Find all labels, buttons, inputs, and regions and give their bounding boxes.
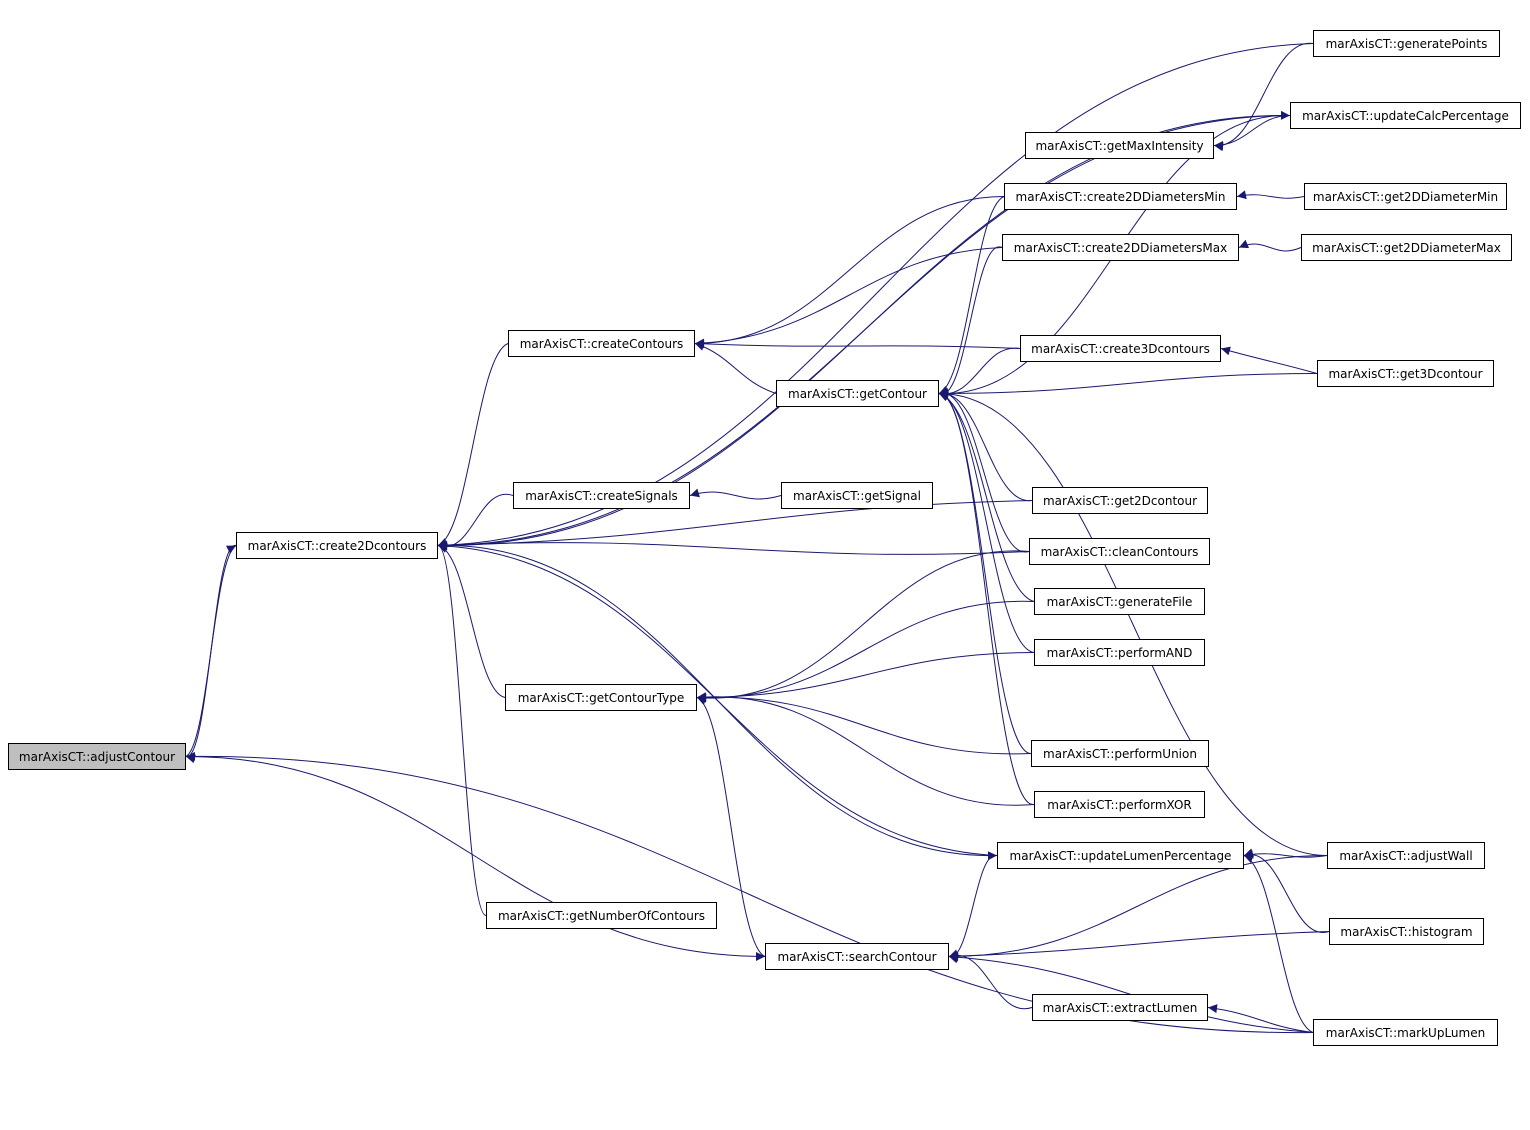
edge-getSignal-to-createSignals bbox=[689, 488, 782, 500]
node-histogram[interactable]: marAxisCT::histogram bbox=[1329, 918, 1484, 945]
edge-getContourType-to-create2Dcontours bbox=[437, 542, 506, 698]
edge-getNumberOfContours-to-create2Dcontours bbox=[437, 541, 487, 916]
edge-updateLumenPercentage-to-searchContour bbox=[948, 854, 998, 964]
node-performAND[interactable]: marAxisCT::performAND bbox=[1034, 639, 1205, 666]
edge-histogram-to-updateLumenPercentage bbox=[1243, 848, 1330, 933]
edge-performAND-to-getContour bbox=[938, 390, 1035, 653]
node-updateCalcPercentage[interactable]: marAxisCT::updateCalcPercentage bbox=[1290, 102, 1521, 129]
node-generatePoints[interactable]: marAxisCT::generatePoints bbox=[1313, 30, 1500, 57]
edge-create2Dcontours-to-updateLumenPercentage bbox=[437, 544, 998, 861]
node-cleanContours[interactable]: marAxisCT::cleanContours bbox=[1029, 538, 1210, 565]
node-updateLumenPercentage[interactable]: marAxisCT::updateLumenPercentage bbox=[997, 842, 1244, 869]
edge-get3Dcontour-to-create3Dcontours bbox=[1220, 346, 1318, 374]
edge-getContour-to-createContours bbox=[694, 342, 777, 394]
edge-cleanContours-to-create2Dcontours bbox=[437, 540, 1030, 555]
edge-generatePoints-to-getMaxIntensity bbox=[1213, 42, 1314, 152]
edge-get2Dcontour-to-getContour bbox=[938, 387, 1033, 502]
node-getContour[interactable]: marAxisCT::getContour bbox=[776, 380, 939, 407]
edge-create2DDiametersMax-to-getContour bbox=[938, 246, 1003, 402]
node-markUpLumen[interactable]: marAxisCT::markUpLumen bbox=[1313, 1019, 1498, 1046]
node-get3Dcontour[interactable]: marAxisCT::get3Dcontour bbox=[1317, 360, 1494, 387]
edge-get2DDiameterMin-to-create2DDiametersMin bbox=[1236, 190, 1305, 200]
edge-histogram-to-searchContour bbox=[948, 931, 1330, 961]
edge-cleanContours-to-getContourType bbox=[696, 550, 1030, 703]
edge-extractLumen-to-searchContour bbox=[948, 949, 1033, 1010]
edge-create2DDiametersMin-to-createContours bbox=[694, 196, 1005, 348]
node-create2Dcontours[interactable]: marAxisCT::create2Dcontours bbox=[236, 532, 438, 559]
edge-adjustContour-to-searchContour bbox=[185, 756, 766, 961]
node-createSignals[interactable]: marAxisCT::createSignals bbox=[513, 482, 690, 509]
edge-generateFile-to-getContour bbox=[938, 391, 1035, 602]
edge-adjustWall-to-getContour bbox=[938, 389, 1328, 856]
edge-get3Dcontour-to-getContour bbox=[938, 373, 1318, 398]
node-generateFile[interactable]: marAxisCT::generateFile bbox=[1034, 588, 1205, 615]
node-adjustWall[interactable]: marAxisCT::adjustWall bbox=[1327, 842, 1485, 869]
node-adjustContour[interactable]: marAxisCT::adjustContour bbox=[8, 743, 186, 770]
edge-create3Dcontours-to-createContours bbox=[694, 339, 1021, 349]
edge-adjustWall-to-updateLumenPercentage bbox=[1243, 849, 1328, 859]
edge-create2Dcontours-to-adjustContour bbox=[185, 544, 237, 764]
edge-cleanContours-to-getContour bbox=[938, 386, 1030, 553]
node-getSignal[interactable]: marAxisCT::getSignal bbox=[781, 482, 933, 509]
node-get2DDiameterMin[interactable]: marAxisCT::get2DDiameterMin bbox=[1304, 183, 1507, 210]
edge-get2DDiameterMax-to-create2DDiametersMax bbox=[1238, 239, 1302, 252]
node-create3Dcontours[interactable]: marAxisCT::create3Dcontours bbox=[1020, 335, 1221, 362]
edge-performUnion-to-getContourType bbox=[696, 692, 1032, 755]
edge-createContours-to-create2Dcontours bbox=[437, 343, 509, 547]
node-get2Dcontour[interactable]: marAxisCT::get2Dcontour bbox=[1032, 487, 1208, 514]
edge-create2DDiametersMin-to-getContour bbox=[938, 196, 1005, 395]
edge-markUpLumen-to-updateLumenPercentage bbox=[1243, 854, 1314, 1033]
node-getMaxIntensity[interactable]: marAxisCT::getMaxIntensity bbox=[1025, 132, 1214, 159]
node-searchContour[interactable]: marAxisCT::searchContour bbox=[765, 943, 949, 970]
node-create2DDiametersMax[interactable]: marAxisCT::create2DDiametersMax bbox=[1002, 234, 1239, 261]
edge-create2DDiametersMax-to-createContours bbox=[694, 247, 1003, 348]
edge-markUpLumen-to-extractLumen bbox=[1207, 1004, 1314, 1033]
edge-performUnion-to-getContour bbox=[938, 389, 1032, 754]
edge-performXOR-to-getContour bbox=[938, 387, 1035, 806]
edge-adjustWall-to-searchContour bbox=[948, 855, 1328, 961]
node-getNumberOfContours[interactable]: marAxisCT::getNumberOfContours bbox=[486, 902, 717, 929]
node-performUnion[interactable]: marAxisCT::performUnion bbox=[1031, 740, 1209, 767]
edge-generateFile-to-getContourType bbox=[696, 600, 1035, 703]
node-extractLumen[interactable]: marAxisCT::extractLumen bbox=[1032, 994, 1208, 1021]
edge-generatePoints-to-create2Dcontours bbox=[437, 43, 1314, 550]
edge-performAND-to-getContourType bbox=[696, 652, 1035, 702]
node-performXOR[interactable]: marAxisCT::performXOR bbox=[1034, 791, 1205, 818]
node-get2DDiameterMax[interactable]: marAxisCT::get2DDiameterMax bbox=[1301, 234, 1512, 261]
edge-performXOR-to-getContourType bbox=[696, 692, 1035, 806]
edge-updateCalcPercentage-to-getMaxIntensity bbox=[1213, 115, 1291, 150]
node-create2DDiametersMin[interactable]: marAxisCT::create2DDiametersMin bbox=[1004, 183, 1237, 210]
node-getContourType[interactable]: marAxisCT::getContourType bbox=[505, 684, 697, 711]
edge-searchContour-to-getContourType bbox=[696, 696, 766, 957]
node-createContours[interactable]: marAxisCT::createContours bbox=[508, 330, 695, 357]
